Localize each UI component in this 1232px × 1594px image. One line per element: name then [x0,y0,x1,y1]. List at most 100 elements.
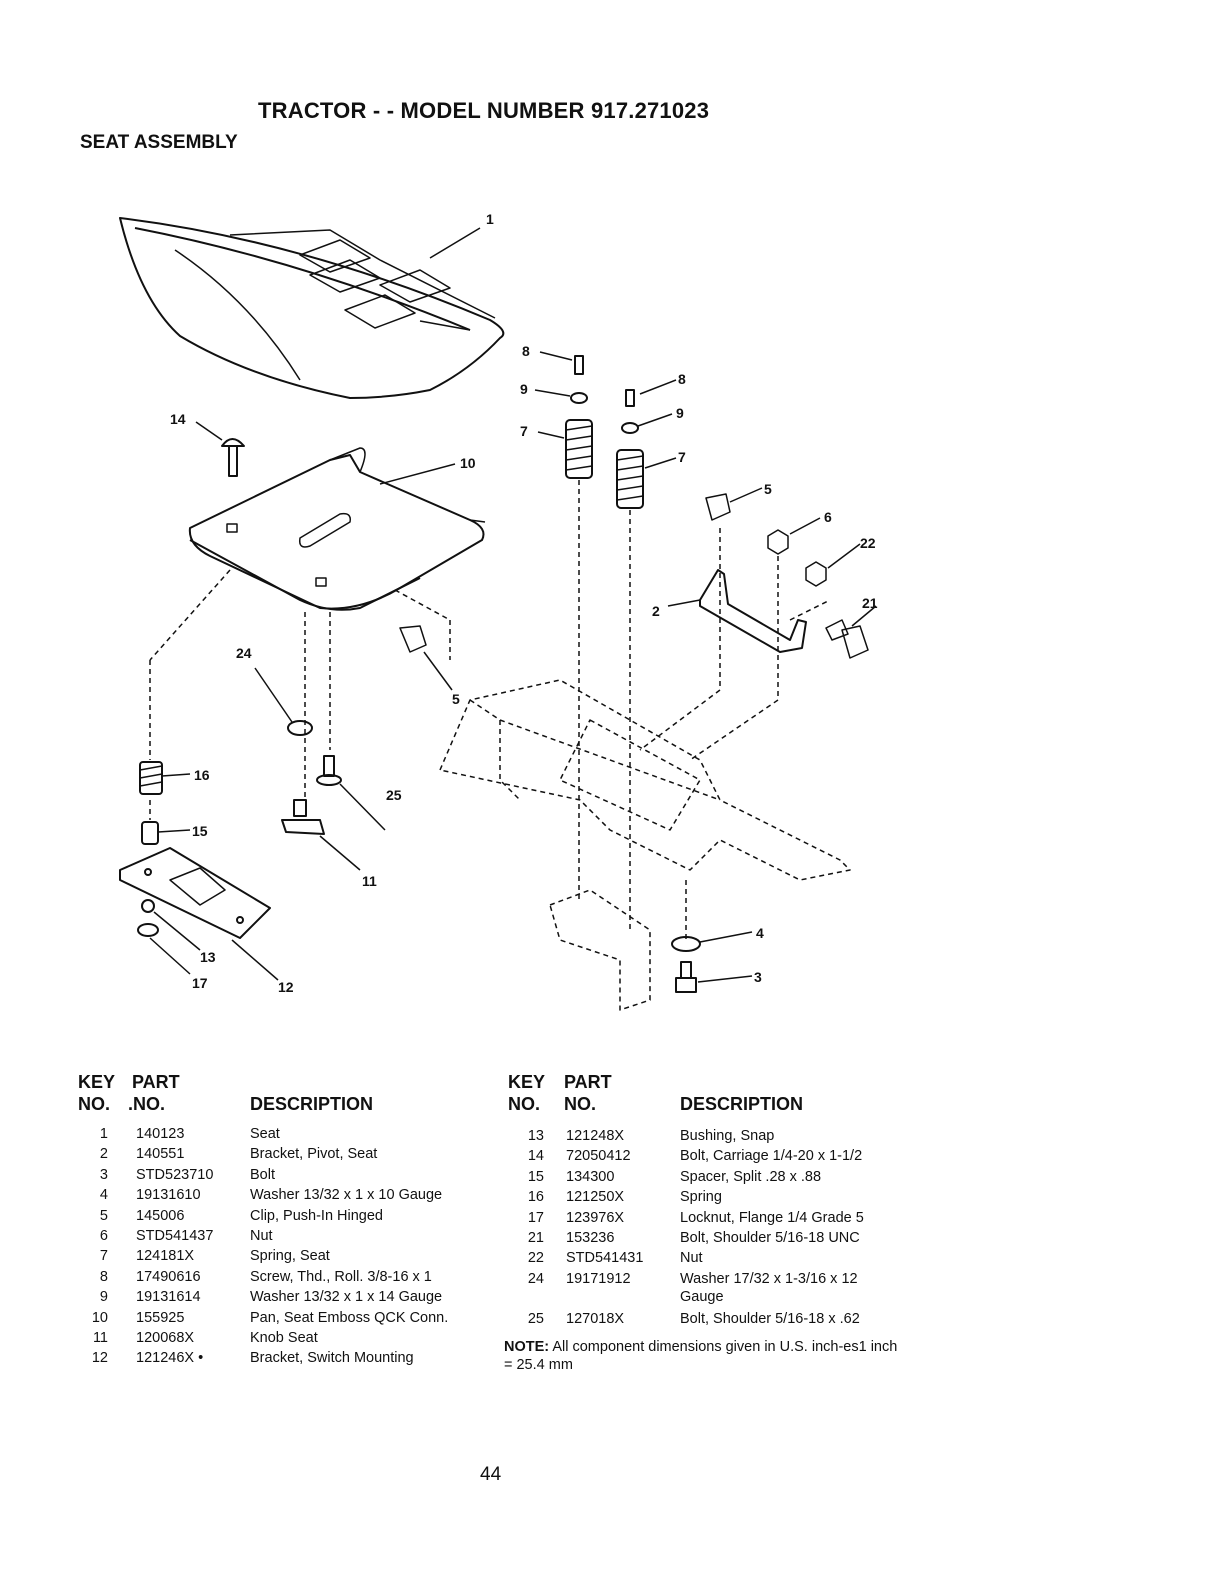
row-description: Bolt, Shoulder 5/16-18 x .62 [680,1311,860,1328]
row-part-no: STD523710 [136,1166,214,1183]
row-part-no: 121248X [566,1128,625,1144]
carriage-bolt-part [221,438,245,477]
diagram-callouts: 1 2 3 4 5 5 6 7 7 8 8 9 9 10 11 12 13 14… [170,211,878,995]
row-key-no: 3 [99,1166,108,1183]
spring-16-part [139,761,163,795]
row-part-no: 19171912 [566,1270,631,1287]
row-description: Spring, Seat [250,1248,330,1265]
row-description: Clip, Push-In Hinged [250,1207,383,1224]
seat-spring-left-part [565,419,593,479]
spacer-15-part [141,821,159,845]
row-part-no: 72050412 [566,1148,631,1165]
row-part-no: 19131614 [136,1289,201,1306]
row-key-no: 16 [527,1189,544,1206]
row-description: Spring [680,1189,722,1206]
row-key-no: 25 [527,1311,544,1328]
col-header-description: DESCRIPTION [680,1094,804,1114]
row-description: Seat [250,1126,280,1142]
callout-22: 22 [860,535,876,551]
col-header-part-no: .NO. [128,1094,166,1114]
row-part-no: 153236 [566,1230,615,1246]
row-key-no: 11 [92,1330,108,1346]
col-header-no: NO. [508,1094,541,1114]
callout-9: 9 [676,405,684,421]
knob-seat-part [281,799,325,835]
col-header-part: PART [564,1072,612,1092]
row-description: Bolt [250,1166,275,1183]
callout-8: 8 [678,371,686,387]
callout-10: 10 [460,455,476,471]
row-key-no: 22 [527,1250,544,1267]
row-key-no: 7 [99,1248,108,1265]
row-key-no: 14 [527,1148,544,1165]
callout-14: 14 [170,411,186,427]
callout-17: 17 [192,975,208,991]
row-description: Washer 13/32 x 1 x 10 Gauge [250,1187,443,1204]
row-part-no: 140551 [136,1146,185,1163]
pivot-bracket-part [699,569,807,653]
row-description: Washer 13/32 x 1 x 14 Gauge [250,1289,443,1306]
col-header-description: DESCRIPTION [250,1094,374,1114]
row-part-no: 140123 [136,1126,185,1142]
row-key-no: 13 [527,1128,544,1144]
row-key-no: 4 [99,1187,108,1204]
row-key-no: 6 [99,1228,108,1244]
callout-6: 6 [824,509,832,525]
row-part-no: 155925 [136,1309,185,1326]
callout-4: 4 [756,925,764,941]
row-description: Nut [680,1250,703,1267]
row-key-no: 8 [99,1268,108,1285]
col-header-part: PART [132,1072,180,1092]
row-key-no: 9 [99,1289,108,1306]
row-description: Nut [250,1228,273,1244]
row-key-no: 21 [527,1230,544,1246]
row-key-no: 10 [91,1309,108,1326]
row-description: Bracket, Pivot, Seat [250,1146,378,1163]
row-description: Screw, Thd., Roll. 3/8-16 x 1 [250,1268,432,1285]
dimension-note: NOTE: All component dimensions given in … [504,1338,904,1374]
callout-8: 8 [522,343,530,359]
row-description: Bracket, Switch Mounting [250,1350,414,1367]
callout-15: 15 [192,823,208,839]
row-part-no: STD541431 [566,1250,644,1267]
col-header-key: KEY [508,1072,546,1092]
row-key-no: 17 [527,1209,544,1226]
col-header-no: NO. [78,1094,111,1114]
row-key-no: 15 [527,1168,544,1185]
row-key-no: 2 [99,1146,108,1163]
row-part-no: 123976X [566,1209,625,1226]
row-part-no: 121250X [566,1189,625,1206]
row-description: Washer 17/32 x 1-3/16 x 12 [680,1270,858,1287]
callout-3: 3 [754,969,762,985]
callout-1: 1 [486,211,494,227]
note-text: All component dimensions given in U.S. i… [504,1339,898,1373]
callout-13: 13 [200,949,216,965]
row-description: Bolt, Shoulder 5/16-18 UNC [680,1230,860,1246]
row-description: Knob Seat [250,1330,318,1346]
page-number: 44 [480,1464,502,1485]
row-part-no: 19131610 [136,1187,201,1204]
seat-pan-part [188,447,486,611]
row-part-no: STD541437 [136,1228,214,1244]
row-part-no: 120068X [136,1330,195,1346]
callout-9: 9 [520,381,528,397]
row-description: Bolt, Carriage 1/4-20 x 1-1/2 [680,1148,863,1165]
callout-21: 21 [862,595,878,611]
callout-7: 7 [520,423,528,439]
row-description-cont: Gauge [680,1288,724,1305]
row-description: Locknut, Flange 1/4 Grade 5 [680,1209,864,1226]
row-description: Pan, Seat Emboss QCK Conn. [250,1309,449,1326]
row-key-no: 1 [99,1126,108,1142]
shoulder-bolt-21-part [825,619,869,659]
switch-bracket-part [119,847,271,939]
callout-5: 5 [764,481,772,497]
row-part-no: 127018X [566,1311,625,1328]
row-key-no: 5 [99,1207,108,1224]
callout-11: 11 [362,873,377,889]
callout-25: 25 [386,787,402,803]
callout-5: 5 [452,691,460,707]
seat-assembly-diagram: 1 2 3 4 5 5 6 7 7 8 8 9 9 10 11 12 13 14… [119,211,878,1011]
callout-12: 12 [278,979,294,995]
row-part-no: 145006 [136,1207,185,1224]
row-part-no: 124181X [136,1248,195,1265]
